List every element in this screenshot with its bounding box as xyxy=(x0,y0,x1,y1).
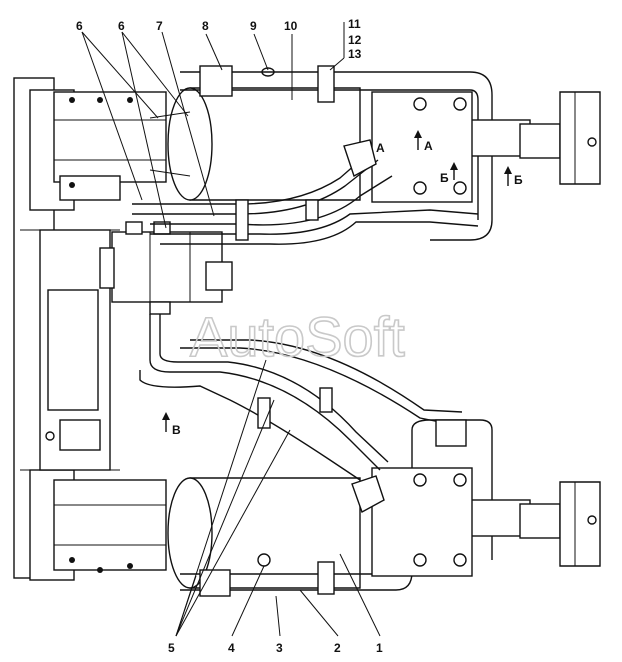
upper-hoses xyxy=(132,139,479,245)
watermark-text: AutoSoft xyxy=(190,305,405,368)
upper-tube xyxy=(180,65,493,241)
callout-3: 3 xyxy=(276,641,283,655)
callout-8: 8 xyxy=(202,19,209,33)
upper-bracket xyxy=(53,91,167,201)
leader-lines xyxy=(81,22,381,637)
callout-6a: 6 xyxy=(76,19,83,33)
view-mark-b-right: Б xyxy=(514,173,523,187)
callout-11: 11 xyxy=(348,17,361,31)
callout-1: 1 xyxy=(376,641,383,655)
callout-7: 7 xyxy=(156,19,163,33)
upper-piston-rod xyxy=(371,91,601,203)
callout-5: 5 xyxy=(168,641,175,655)
view-mark-a-left: А xyxy=(376,141,385,155)
lower-tube xyxy=(180,419,493,597)
view-mark-a-right: А xyxy=(424,139,433,153)
lower-piston-rod xyxy=(371,467,601,577)
callout-13: 13 xyxy=(348,47,362,61)
lower-hoses xyxy=(139,314,467,514)
callout-6b: 6 xyxy=(118,19,125,33)
callout-9: 9 xyxy=(250,19,257,33)
view-mark-b-left: Б xyxy=(440,171,449,185)
callout-12: 12 xyxy=(348,33,362,47)
lower-bracket xyxy=(53,479,167,573)
view-arrows xyxy=(162,130,512,432)
callout-10: 10 xyxy=(284,19,298,33)
callout-2: 2 xyxy=(334,641,341,655)
valve-block xyxy=(99,221,233,315)
callout-4: 4 xyxy=(228,641,235,655)
view-mark-v: В xyxy=(172,423,181,437)
upper-cylinder xyxy=(149,67,361,201)
